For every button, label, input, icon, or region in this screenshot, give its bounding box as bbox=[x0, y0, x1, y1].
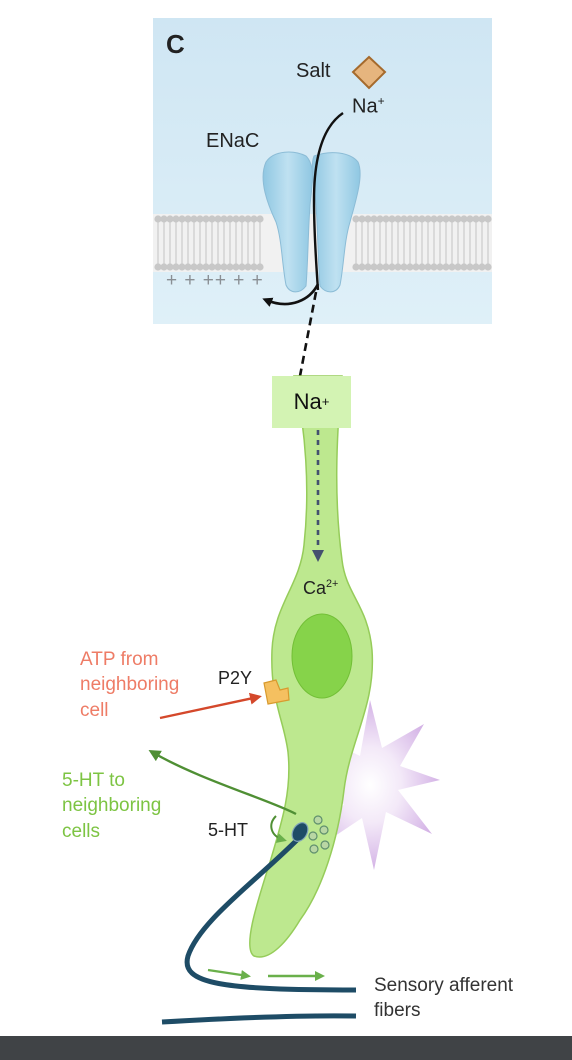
five-ht-curl-arrow bbox=[270, 815, 287, 843]
five-ht-release-arrow bbox=[148, 749, 297, 816]
signal-arrow-1 bbox=[207, 968, 251, 980]
five-ht-to-neighbors-label: 5-HT to neighboring cells bbox=[62, 770, 162, 842]
five-ht-label: 5-HT bbox=[208, 820, 248, 840]
nerve-terminal bbox=[291, 822, 309, 842]
ca-label: Ca2+ bbox=[303, 578, 339, 598]
nucleus bbox=[291, 613, 353, 699]
p2y-label: P2Y bbox=[218, 668, 253, 688]
afferent-fiber-upper bbox=[184, 832, 357, 993]
na-dashed-link bbox=[298, 291, 318, 377]
na-ion-label: Na+ bbox=[352, 94, 385, 118]
sensory-fibers-label: Sensory afferent fibers bbox=[374, 975, 514, 1022]
atp-arrow bbox=[159, 692, 262, 720]
na-entry-path bbox=[312, 112, 344, 291]
taste-cell-diagram bbox=[148, 18, 492, 1025]
charge-arrow bbox=[262, 283, 320, 307]
na-box-label: Na+ bbox=[272, 376, 351, 428]
panel-label: C bbox=[166, 29, 185, 59]
positive-charges: + + ++ + + bbox=[166, 270, 264, 291]
salt-crystal-icon bbox=[351, 55, 387, 90]
afferent-fiber-lower bbox=[161, 1013, 357, 1025]
serotonin-vesicles bbox=[308, 815, 330, 854]
enac-label: ENaC bbox=[206, 130, 260, 152]
footer-bar bbox=[0, 1036, 572, 1060]
p2y-receptor-icon bbox=[263, 679, 290, 705]
salt-label: Salt bbox=[296, 60, 331, 82]
enac-channel bbox=[262, 151, 361, 293]
atp-from-neighbor-label: ATP from neighboring cell bbox=[80, 649, 180, 721]
